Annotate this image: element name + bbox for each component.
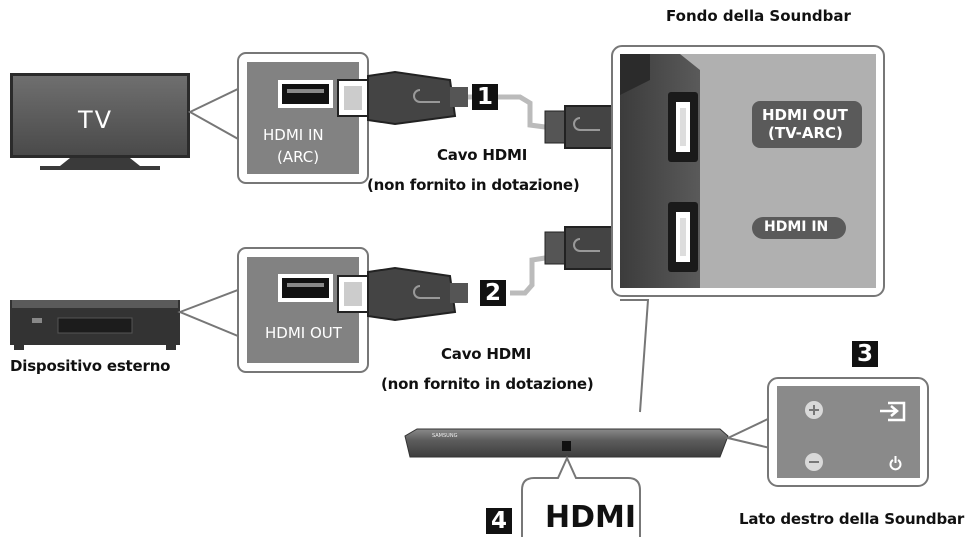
cable-1-note: (non fornito in dotazione) (367, 176, 580, 194)
external-device-label: Dispositivo esterno (10, 357, 171, 375)
display-hdmi-text: HDMI (545, 500, 637, 535)
tv-illustration (10, 73, 190, 170)
tv-port-label-hdmi-in: HDMI IN (263, 126, 324, 144)
soundbar-hdmi-in-label: HDMI IN (764, 219, 829, 235)
display-callout (521, 455, 641, 537)
soundbar-bottom-title: Fondo della Soundbar (666, 7, 851, 25)
step-number-2: 2 (480, 280, 506, 306)
step-number-4: 4 (486, 508, 512, 534)
cable-2-caption: Cavo HDMI (441, 345, 532, 363)
external-device-illustration (10, 300, 180, 350)
soundbar-tv-arc-label: (TV-ARC) (768, 124, 843, 142)
power-icon (889, 456, 902, 471)
hdmi-cable-2 (337, 226, 649, 322)
source-input-icon (880, 401, 906, 422)
volume-up-icon (805, 401, 823, 419)
cable-2-note: (non fornito in dotazione) (381, 375, 594, 393)
cable-1-caption: Cavo HDMI (437, 146, 528, 164)
volume-down-icon (805, 453, 823, 471)
soundbar-bottom-panel (611, 45, 885, 413)
side-panel-caption: Lato destro della Soundbar (739, 510, 965, 528)
soundbar-hdmi-out-label: HDMI OUT (762, 106, 848, 124)
external-device-port-label: HDMI OUT (265, 324, 342, 342)
soundbar-brand-logo: SAMSUNG (432, 433, 458, 439)
step-number-3: 3 (852, 341, 878, 367)
tv-label: TV (78, 106, 114, 134)
soundbar-body (404, 428, 729, 458)
tv-port-label-arc: (ARC) (277, 148, 320, 166)
step-number-1: 1 (472, 84, 498, 110)
